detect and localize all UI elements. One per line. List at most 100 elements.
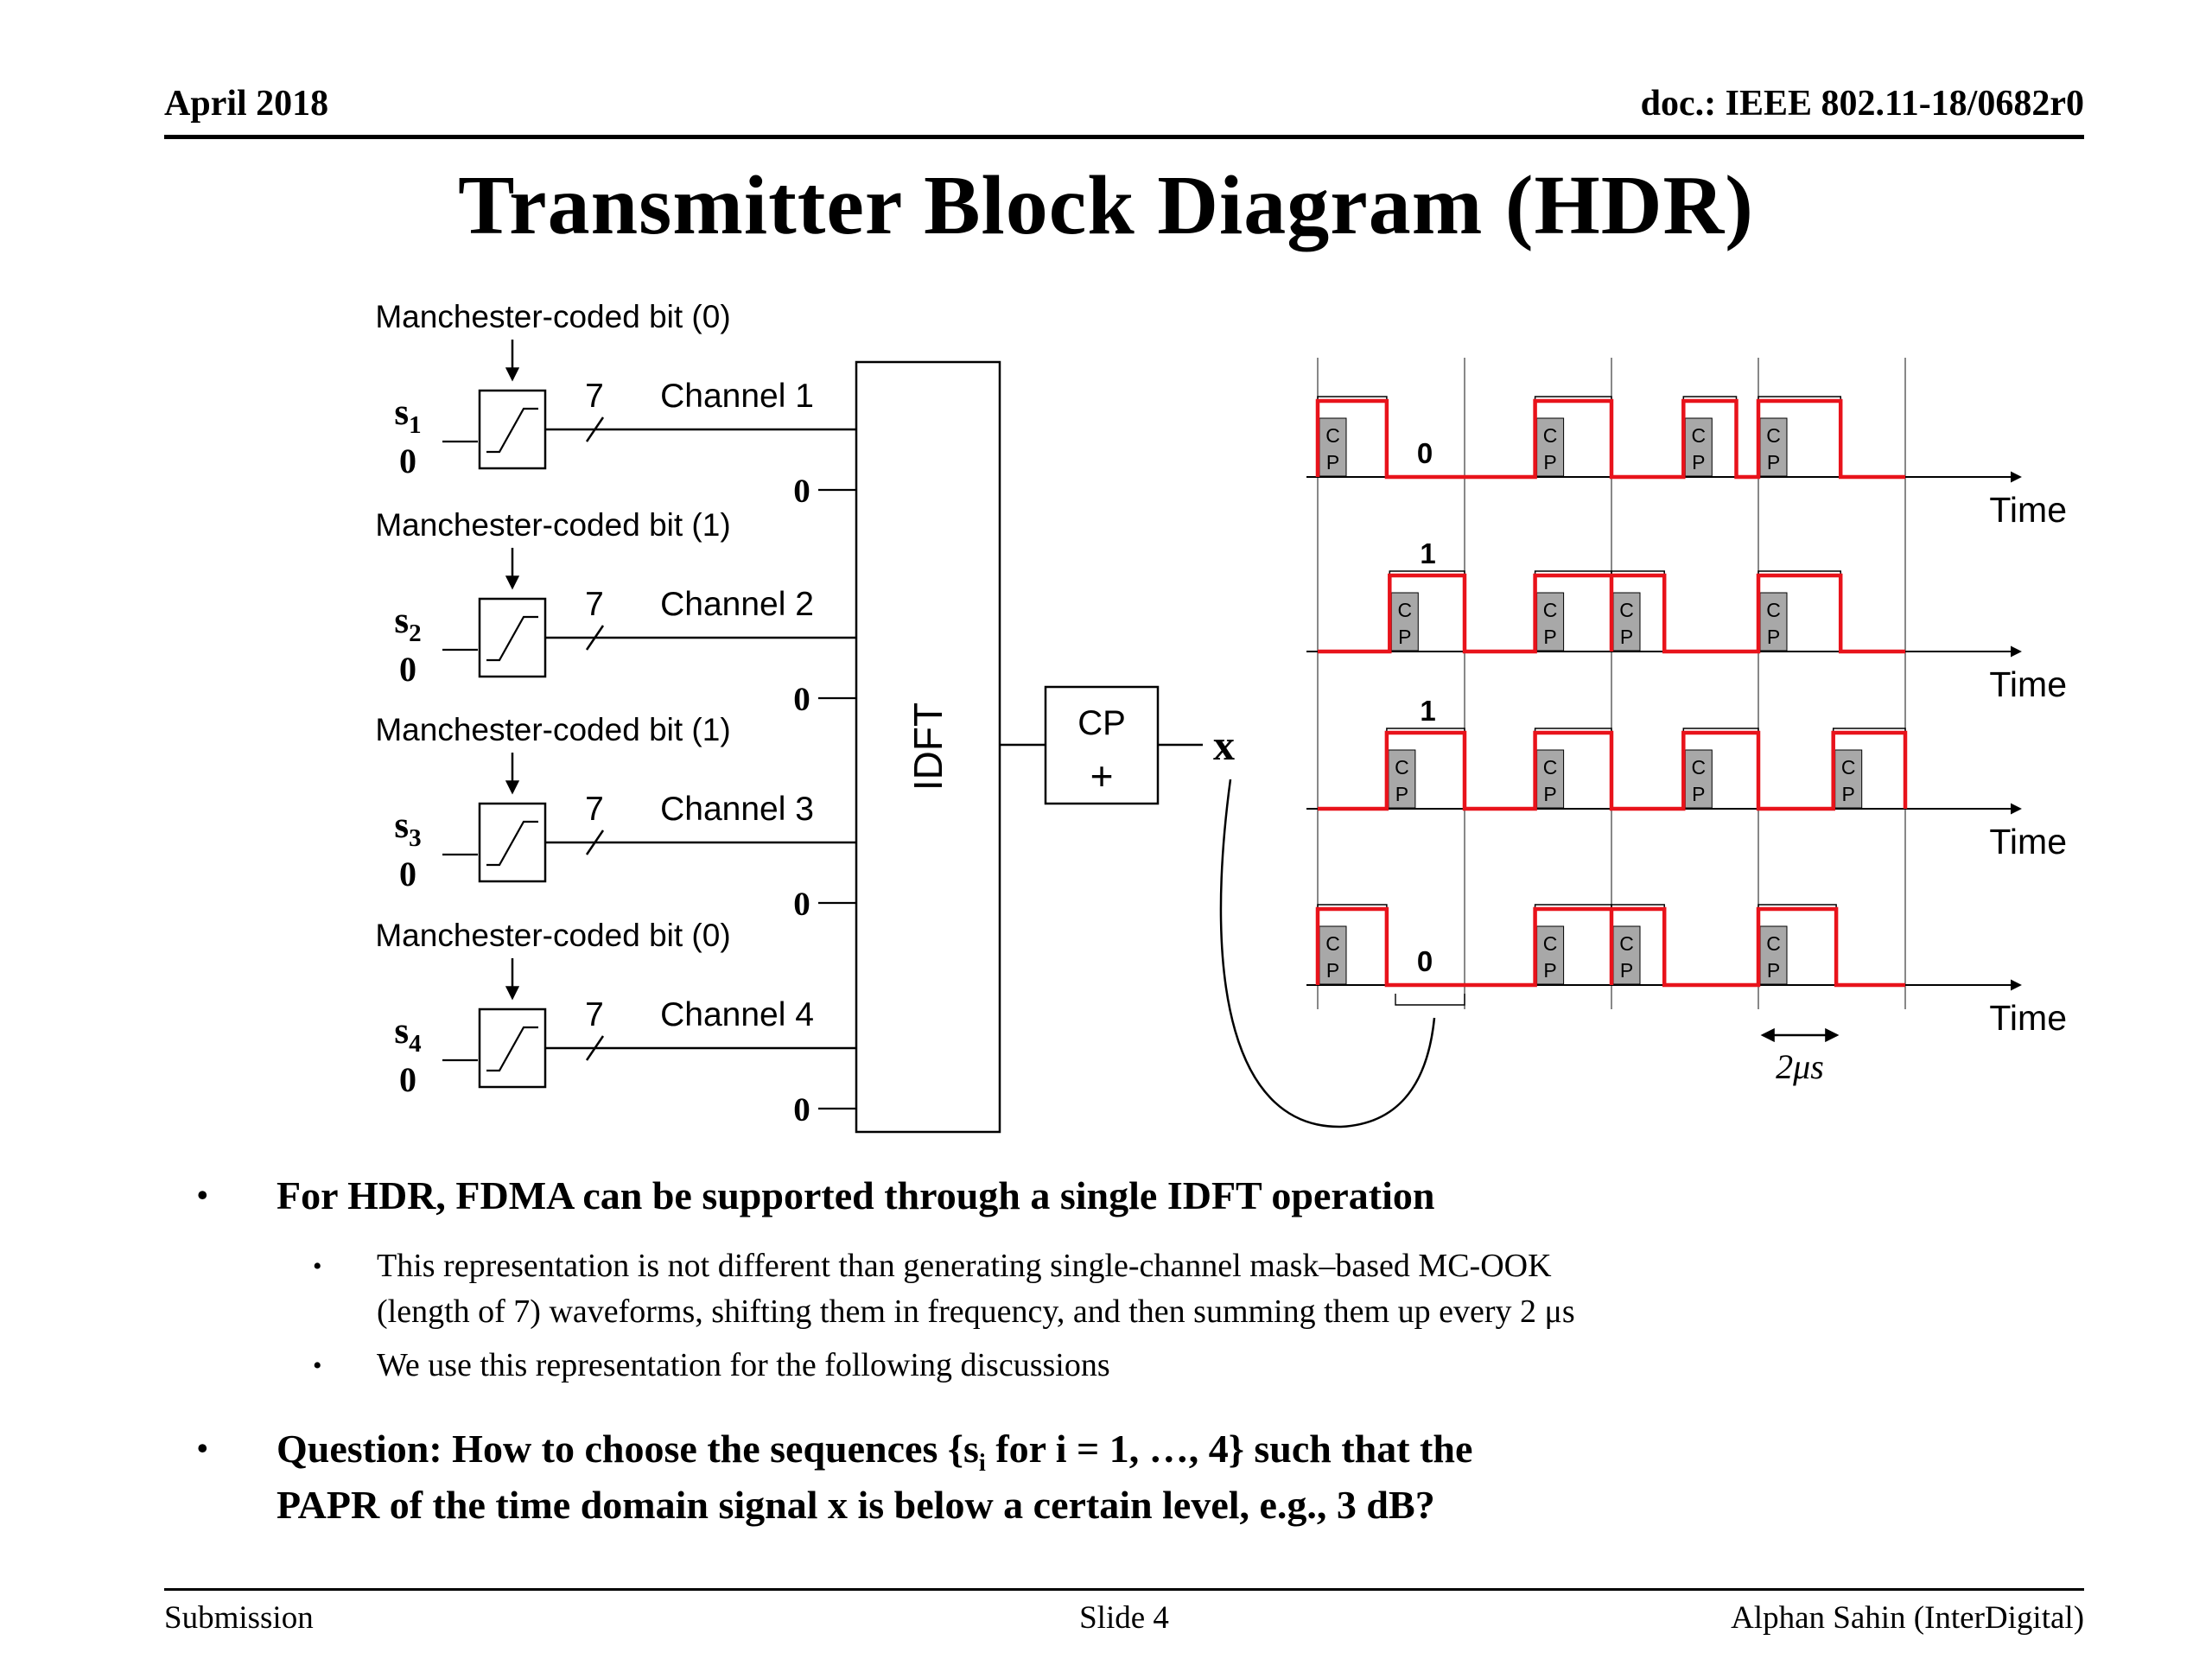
- cp-letter: C: [1543, 932, 1558, 955]
- cp-segment: [1684, 749, 1713, 809]
- cp-letter: P: [1767, 451, 1780, 474]
- manchester-bit-label: Manchester-coded bit (0): [375, 918, 730, 953]
- sub-bullet-1-line2: (length of 7) waveforms, shifting them i…: [377, 1293, 1575, 1330]
- question-line2: PAPR of the time domain signal x is belo…: [276, 1483, 1435, 1528]
- output-signal-label: x: [1213, 721, 1235, 769]
- bit-value-label: 1: [1420, 695, 1435, 727]
- sequence-label: s1: [394, 392, 421, 439]
- sequence-label: s3: [394, 805, 421, 852]
- time-label: Time: [1989, 664, 2067, 704]
- bullet-icon: •: [197, 1430, 208, 1465]
- cp-letter: P: [1543, 451, 1556, 474]
- cp-segment: [1612, 592, 1641, 652]
- time-label: Time: [1989, 490, 2067, 530]
- sub-bullet-2: • We use this representation for the fol…: [313, 1343, 2143, 1388]
- bullet-main-1: • For HDR, FDMA can be supported through…: [197, 1172, 2143, 1219]
- bus-width-label: 7: [585, 586, 604, 623]
- manchester-bit-label: Manchester-coded bit (1): [375, 507, 730, 543]
- cp-letter: C: [1766, 424, 1781, 447]
- cp-letter: P: [1398, 626, 1411, 648]
- pointer-curve: [1219, 779, 1436, 1128]
- ook-waveform: [1315, 906, 1905, 988]
- sub-bullet-1: • This representation is not different t…: [313, 1243, 2143, 1334]
- bullet-main-1-text: For HDR, FDMA can be supported through a…: [276, 1173, 1435, 1217]
- plus-label: +: [1090, 753, 1114, 798]
- cp-segment: [1536, 749, 1565, 809]
- cp-letter: C: [1691, 756, 1706, 779]
- cp-letter: C: [1619, 932, 1634, 955]
- slide-header: April 2018 doc.: IEEE 802.11-18/0682r0: [164, 83, 2084, 139]
- ook-waveform: [1318, 573, 1905, 654]
- idft-block: [855, 360, 1001, 1134]
- bullet-icon: •: [313, 1252, 322, 1281]
- vector-zero-label: 0: [399, 650, 416, 689]
- cp-segment: [1759, 925, 1788, 985]
- bullet-list: • For HDR, FDMA can be supported through…: [0, 1172, 2143, 1532]
- cp-letter: C: [1325, 932, 1340, 955]
- cp-letter: C: [1543, 756, 1558, 779]
- channel-label: Channel 4: [660, 996, 814, 1033]
- vector-zero-label: 0: [399, 855, 416, 893]
- cp-letter: C: [1325, 424, 1340, 447]
- cp-letter: P: [1767, 626, 1780, 648]
- idft-zero-input-label: 0: [793, 473, 810, 510]
- cp-letter: P: [1326, 451, 1339, 474]
- channel-label: Channel 1: [660, 378, 814, 415]
- cp-segment: [1319, 925, 1347, 985]
- sequence-label: s2: [394, 601, 421, 647]
- cp-segment: [1388, 749, 1416, 809]
- cp-letter: P: [1842, 783, 1855, 805]
- cp-letter: P: [1620, 959, 1633, 982]
- sub-bullet-1-line1: This representation is not different tha…: [377, 1248, 1552, 1285]
- bullet-question: • Question: How to choose the sequences …: [197, 1423, 2143, 1533]
- cp-segment: [1536, 417, 1565, 477]
- cp-letter: P: [1767, 959, 1780, 982]
- bit-value-label: 1: [1420, 537, 1435, 569]
- channel-label: Channel 2: [660, 586, 814, 623]
- bus-width-label: 7: [585, 791, 604, 828]
- cp-letter: C: [1543, 599, 1558, 621]
- cp-letter: P: [1692, 783, 1705, 805]
- idft-label: IDFT: [906, 702, 950, 791]
- cp-letter: C: [1395, 756, 1409, 779]
- cp-letter: P: [1326, 959, 1339, 982]
- bullet-icon: •: [197, 1178, 208, 1212]
- bullet-icon: •: [313, 1351, 322, 1381]
- ook-waveform: [1318, 730, 1908, 811]
- idft-zero-input-label: 0: [793, 1091, 810, 1128]
- cp-letter: C: [1397, 599, 1412, 621]
- cp-segment: [1319, 417, 1347, 477]
- bus-slash-icon: [585, 830, 605, 855]
- bit-value-label: 0: [1417, 945, 1433, 977]
- mask-glyph-icon: [486, 407, 538, 454]
- header-doc-number: doc.: IEEE 802.11-18/0682r0: [1640, 84, 2084, 124]
- sequence-label: s4: [394, 1011, 421, 1058]
- cp-letter: C: [1766, 932, 1781, 955]
- cp-letter: P: [1543, 626, 1556, 648]
- mask-glyph-icon: [486, 615, 538, 662]
- bus-slash-icon: [585, 1035, 605, 1061]
- cp-segment: [1759, 417, 1788, 477]
- bit-value-label: 0: [1417, 437, 1433, 469]
- cp-segment: [1834, 749, 1863, 809]
- idft-zero-input-label: 0: [793, 681, 810, 718]
- cp-letter: C: [1841, 756, 1856, 779]
- symbol-duration-label: 2μs: [1776, 1047, 1824, 1086]
- question-subscript: i: [978, 1449, 986, 1477]
- cp-letter: C: [1691, 424, 1706, 447]
- slide-footer: Submission Slide 4 Alphan Sahin (InterDi…: [164, 1588, 2084, 1637]
- cp-label: CP: [1077, 704, 1126, 742]
- cp-letter: P: [1543, 959, 1556, 982]
- cp-letter: P: [1395, 783, 1408, 805]
- cp-letter: C: [1619, 599, 1634, 621]
- manchester-bit-label: Manchester-coded bit (0): [375, 299, 730, 334]
- vector-zero-label: 0: [399, 1060, 416, 1099]
- cp-segment: [1684, 417, 1713, 477]
- cp-letter: C: [1766, 599, 1781, 621]
